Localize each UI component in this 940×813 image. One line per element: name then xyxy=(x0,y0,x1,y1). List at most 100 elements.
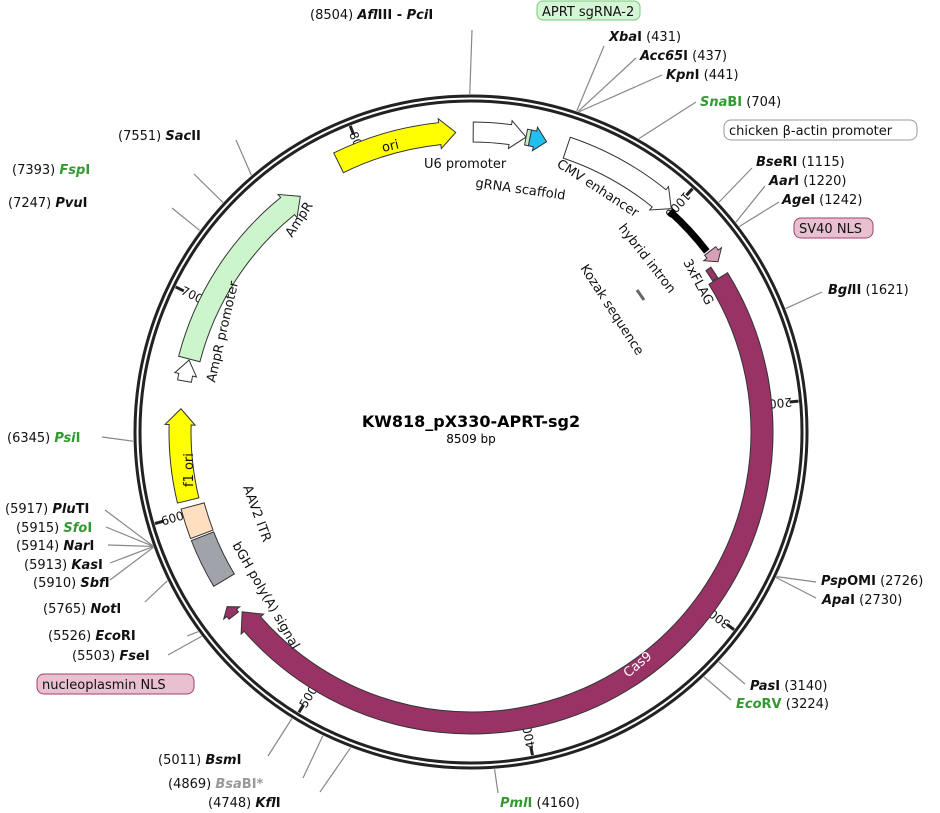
site-pasI[interactable]: PasI (3140) xyxy=(750,679,827,694)
site-position: (5526) xyxy=(48,629,91,644)
site-name: Eco xyxy=(736,697,762,712)
site-name: Kas xyxy=(71,558,98,573)
site-ecoRI[interactable]: (5526) EcoRI xyxy=(48,629,136,644)
site-name: I xyxy=(145,649,150,664)
feature-sv40-nls[interactable] xyxy=(702,246,723,263)
site-leader-line xyxy=(319,747,352,793)
site-name: Xba xyxy=(608,30,637,45)
site-pspOMI[interactable]: PspOMI (2726) xyxy=(821,574,923,589)
site-name: I xyxy=(76,431,81,446)
site-notI[interactable]: (5765) NotI xyxy=(43,602,121,617)
feature-ori[interactable] xyxy=(333,117,457,174)
site-name: I xyxy=(428,8,433,23)
site-aflIII-pciI[interactable]: (8504) AflIII - PciI xyxy=(310,8,433,23)
site-sbfI[interactable]: (5910) SbfI xyxy=(33,576,110,591)
sgrna-label[interactable]: APRT sgRNA-2 xyxy=(542,5,634,20)
site-name: Acc65 xyxy=(639,49,683,64)
feature-aav2-itr[interactable] xyxy=(180,502,214,540)
site-name: II xyxy=(852,283,862,298)
site-leader-line xyxy=(578,74,663,113)
feature-cas9[interactable] xyxy=(240,272,774,735)
site-sfoI[interactable]: (5915) SfoI xyxy=(16,521,92,536)
site-pvuI[interactable]: (7247) PvuI xyxy=(8,196,87,211)
f1-ori-label[interactable]: f1 ori xyxy=(182,453,197,487)
feature-nucleoplasmin-nls[interactable] xyxy=(222,606,242,621)
nucleoplasmin-label-box xyxy=(36,673,195,695)
u6-label[interactable]: U6 promoter xyxy=(424,157,507,172)
site-position: (5011) xyxy=(158,753,201,768)
site-leader-line xyxy=(735,185,766,223)
feature-f1-ori[interactable] xyxy=(163,408,200,504)
site-name: Pci xyxy=(407,8,429,23)
site-name: Kfl xyxy=(255,796,276,811)
site-pluTI[interactable]: (5917) PluTI xyxy=(5,502,89,517)
site-ecoRV[interactable]: EcoRV (3224) xyxy=(736,697,829,712)
site-name: Age xyxy=(781,193,810,208)
feature-chicken-beta-actin-promoter[interactable] xyxy=(667,208,710,254)
site-position: (7247) xyxy=(8,196,51,211)
site-aarI[interactable]: AarI (1220) xyxy=(768,174,846,189)
nucleoplasmin-label[interactable]: nucleoplasmin NLS xyxy=(42,678,166,693)
site-kpnI[interactable]: KpnI (441) xyxy=(666,68,739,83)
site-psiI[interactable]: (6345) PsiI xyxy=(7,431,80,446)
site-leader-line xyxy=(493,769,499,794)
kozak-label[interactable]: Kozak sequence xyxy=(577,262,647,358)
site-position: (5914) xyxy=(16,539,59,554)
grna-scaffold-label[interactable]: gRNA scaffold xyxy=(474,176,566,203)
site-position: (7551) xyxy=(118,129,161,144)
actin-label[interactable]: chicken β-actin promoter xyxy=(729,124,893,139)
site-acc65I[interactable]: Acc65I (437) xyxy=(639,49,727,64)
site-ageI[interactable]: AgeI (1242) xyxy=(781,193,862,208)
site-sacII[interactable]: (7551) SacII xyxy=(118,129,201,144)
site-leader-line xyxy=(718,167,753,203)
site-bseRI[interactable]: BseRI (1115) xyxy=(756,155,845,170)
site-bglII[interactable]: BglII (1621) xyxy=(828,283,909,298)
site-narI[interactable]: (5914) NarI xyxy=(16,539,94,554)
site-name: Bse xyxy=(756,155,783,170)
site-position: (5913) xyxy=(24,558,67,573)
site-snaBI[interactable]: SnaBI (704) xyxy=(700,95,781,110)
site-name: BI xyxy=(727,95,742,110)
site-bsaBI[interactable]: (4869) BsaBI* xyxy=(168,777,264,792)
feature-u6-promoter[interactable] xyxy=(472,119,527,150)
site-name: III - xyxy=(378,8,407,23)
ori-label[interactable]: ori xyxy=(381,137,401,155)
site-name: I xyxy=(528,796,533,811)
site-bsmI[interactable]: (5011) BsmI xyxy=(158,753,241,768)
hybrid-intron-label[interactable]: hybrid intron xyxy=(615,221,678,296)
feature-bgh-poly-a-signal[interactable] xyxy=(190,531,236,588)
site-name: I xyxy=(276,796,281,811)
site-name: RI xyxy=(782,155,797,170)
site-kasI[interactable]: (5913) KasI xyxy=(24,558,103,573)
site-xbaI[interactable]: XbaI (431) xyxy=(608,30,681,45)
site-leader-line xyxy=(109,546,154,581)
site-leader-line xyxy=(167,635,202,656)
site-apaI[interactable]: ApaI (2730) xyxy=(821,593,902,608)
site-name: Eco xyxy=(95,629,121,644)
site-name: TI xyxy=(76,502,90,517)
site-kflI[interactable]: (4748) KflI xyxy=(208,796,281,811)
site-leader-line xyxy=(104,509,154,547)
site-name: Sna xyxy=(700,95,727,110)
feature-ampr[interactable] xyxy=(178,193,301,363)
plasmid-length: 8509 bp xyxy=(446,432,496,446)
actin-label-box xyxy=(723,119,918,141)
site-leader-line xyxy=(785,291,823,310)
site-fspI[interactable]: (7393) FspI xyxy=(12,163,90,178)
feature-grna-scaffold[interactable] xyxy=(527,125,548,152)
sv40-label[interactable]: SV40 NLS xyxy=(799,222,862,237)
site-leader-line xyxy=(718,661,746,685)
site-name: Afl xyxy=(356,8,378,23)
site-position: (4160) xyxy=(537,796,580,811)
site-position: (1220) xyxy=(803,174,846,189)
site-pmlI[interactable]: PmlI (4160) xyxy=(500,796,580,811)
site-position: (441) xyxy=(704,68,739,83)
aav2-itr-label[interactable]: AAV2 ITR xyxy=(239,483,273,544)
site-position: (3224) xyxy=(786,697,829,712)
3xflag-label[interactable]: 3xFLAG xyxy=(679,257,716,308)
feature-3xflag[interactable] xyxy=(705,266,719,282)
site-leader-line xyxy=(107,544,153,548)
feature-cmv-enhancer[interactable] xyxy=(562,136,672,211)
feature-ampr-promoter[interactable] xyxy=(173,359,198,383)
site-fseI[interactable]: (5503) FseI xyxy=(72,649,150,664)
